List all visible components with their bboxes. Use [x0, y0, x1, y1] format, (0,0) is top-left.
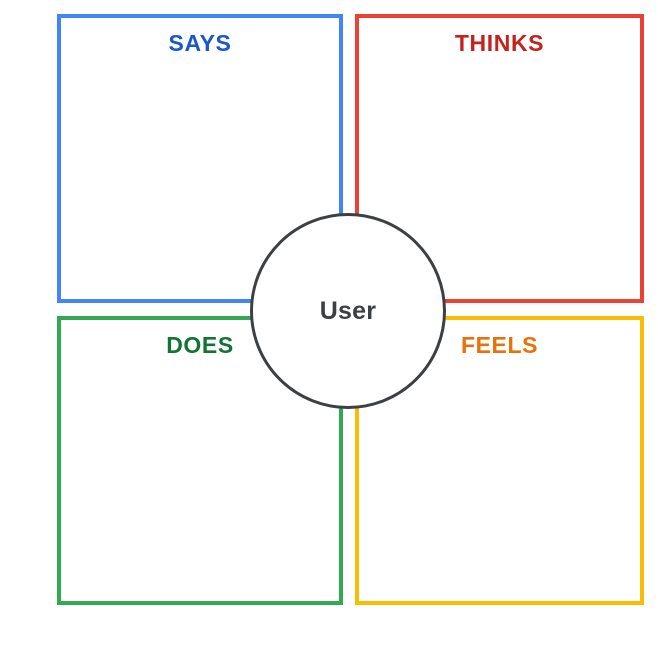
user-center-label: User — [319, 296, 377, 325]
quadrant-thinks[interactable]: THINKS — [355, 14, 644, 303]
quadrant-thinks-label: THINKS — [454, 30, 545, 56]
quadrant-feels[interactable]: FEELS — [355, 316, 644, 605]
quadrant-does-label: DOES — [166, 332, 234, 358]
quadrant-says-label: SAYS — [168, 30, 232, 56]
user-center-node[interactable]: User — [250, 213, 446, 409]
quadrant-says[interactable]: SAYS — [57, 14, 343, 303]
quadrant-does[interactable]: DOES — [57, 316, 343, 605]
quadrant-feels-label: FEELS — [460, 332, 539, 358]
